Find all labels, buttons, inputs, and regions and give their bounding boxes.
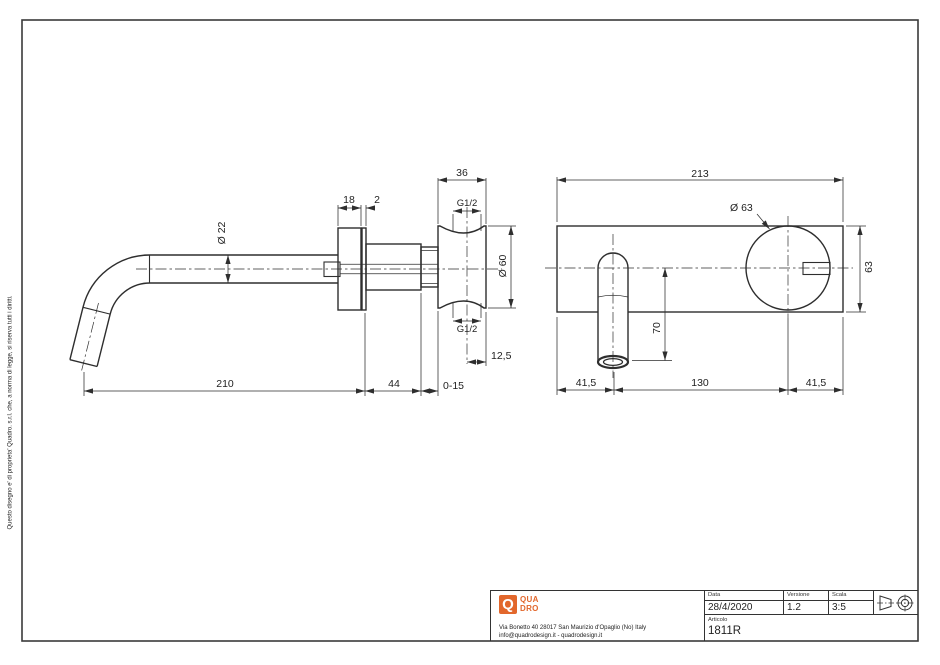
field-data-value: 28/4/2020 [708,602,753,613]
field-versione-label: Versione [784,591,828,601]
dim-210: 210 [216,378,234,390]
logo-cell: Q QUA DRO Via Bonetto 40 28017 San Mauri… [491,591,704,641]
copyright-note: Questo disegno e' di proprieta' Quadro. … [7,295,14,530]
dim-12-5: 12,5 [491,350,512,362]
logo-line1: QUA [520,595,539,604]
dim-70: 70 [651,322,663,334]
field-versione: Versione 1.2 [784,591,829,614]
title-block: Q QUA DRO Via Bonetto 40 28017 San Mauri… [490,590,918,641]
field-articolo-value: 1811R [708,625,742,637]
title-block-row1: Data 28/4/2020 Versione 1.2 Scala 3:5 [705,591,918,614]
first-angle-projection-icon [877,594,914,611]
field-data-label: Data [705,591,783,601]
dim-18: 18 [343,194,355,206]
field-versione-value: 1.2 [787,602,801,613]
dim-2: 2 [374,194,380,206]
dim-41-5-right: 41,5 [806,377,827,389]
logo-wordmark: QUA DRO [520,595,539,613]
field-scala-value: 3:5 [832,602,846,613]
side-view-dimensions: 210 44 0-15 18 2 36 G1/2 G1/2 Ø 22 Ø 60 … [83,167,516,396]
dim-213: 213 [691,168,709,180]
field-articolo: Articolo 1811R [705,614,918,641]
dim-g12-top: G1/2 [457,198,478,209]
dim-44: 44 [388,378,400,390]
side-view [69,207,502,374]
dim-130: 130 [691,377,709,389]
front-view-dimensions: 213 Ø 63 63 70 41,5 130 41,5 [556,168,875,395]
page-border [21,19,919,642]
address-line1: Via Bonetto 40 28017 San Maurizio d'Opag… [499,625,647,631]
dim-dia60: Ø 60 [497,254,509,277]
title-block-fields: Data 28/4/2020 Versione 1.2 Scala 3:5 [704,591,918,641]
quadro-logo-icon: Q [499,595,517,614]
dim-dia22: Ø 22 [216,221,228,244]
logo-line2: DRO [520,604,539,613]
dim-g12-bottom: G1/2 [457,324,478,335]
field-data: Data 28/4/2020 [705,591,784,614]
field-scala-label: Scala [829,591,873,601]
dim-dia63: Ø 63 [730,202,753,214]
dim-0-15: 0-15 [443,380,464,392]
projection-symbol-cell [874,591,918,614]
dim-41-5-left: 41,5 [576,377,597,389]
address-line2: info@quadrodesign.it - quadrodesign.it [499,633,603,639]
dim-63: 63 [863,261,875,273]
dim-36: 36 [456,167,468,179]
field-scala: Scala 3:5 [829,591,874,614]
front-view [545,216,853,378]
field-articolo-label: Articolo [708,617,728,623]
